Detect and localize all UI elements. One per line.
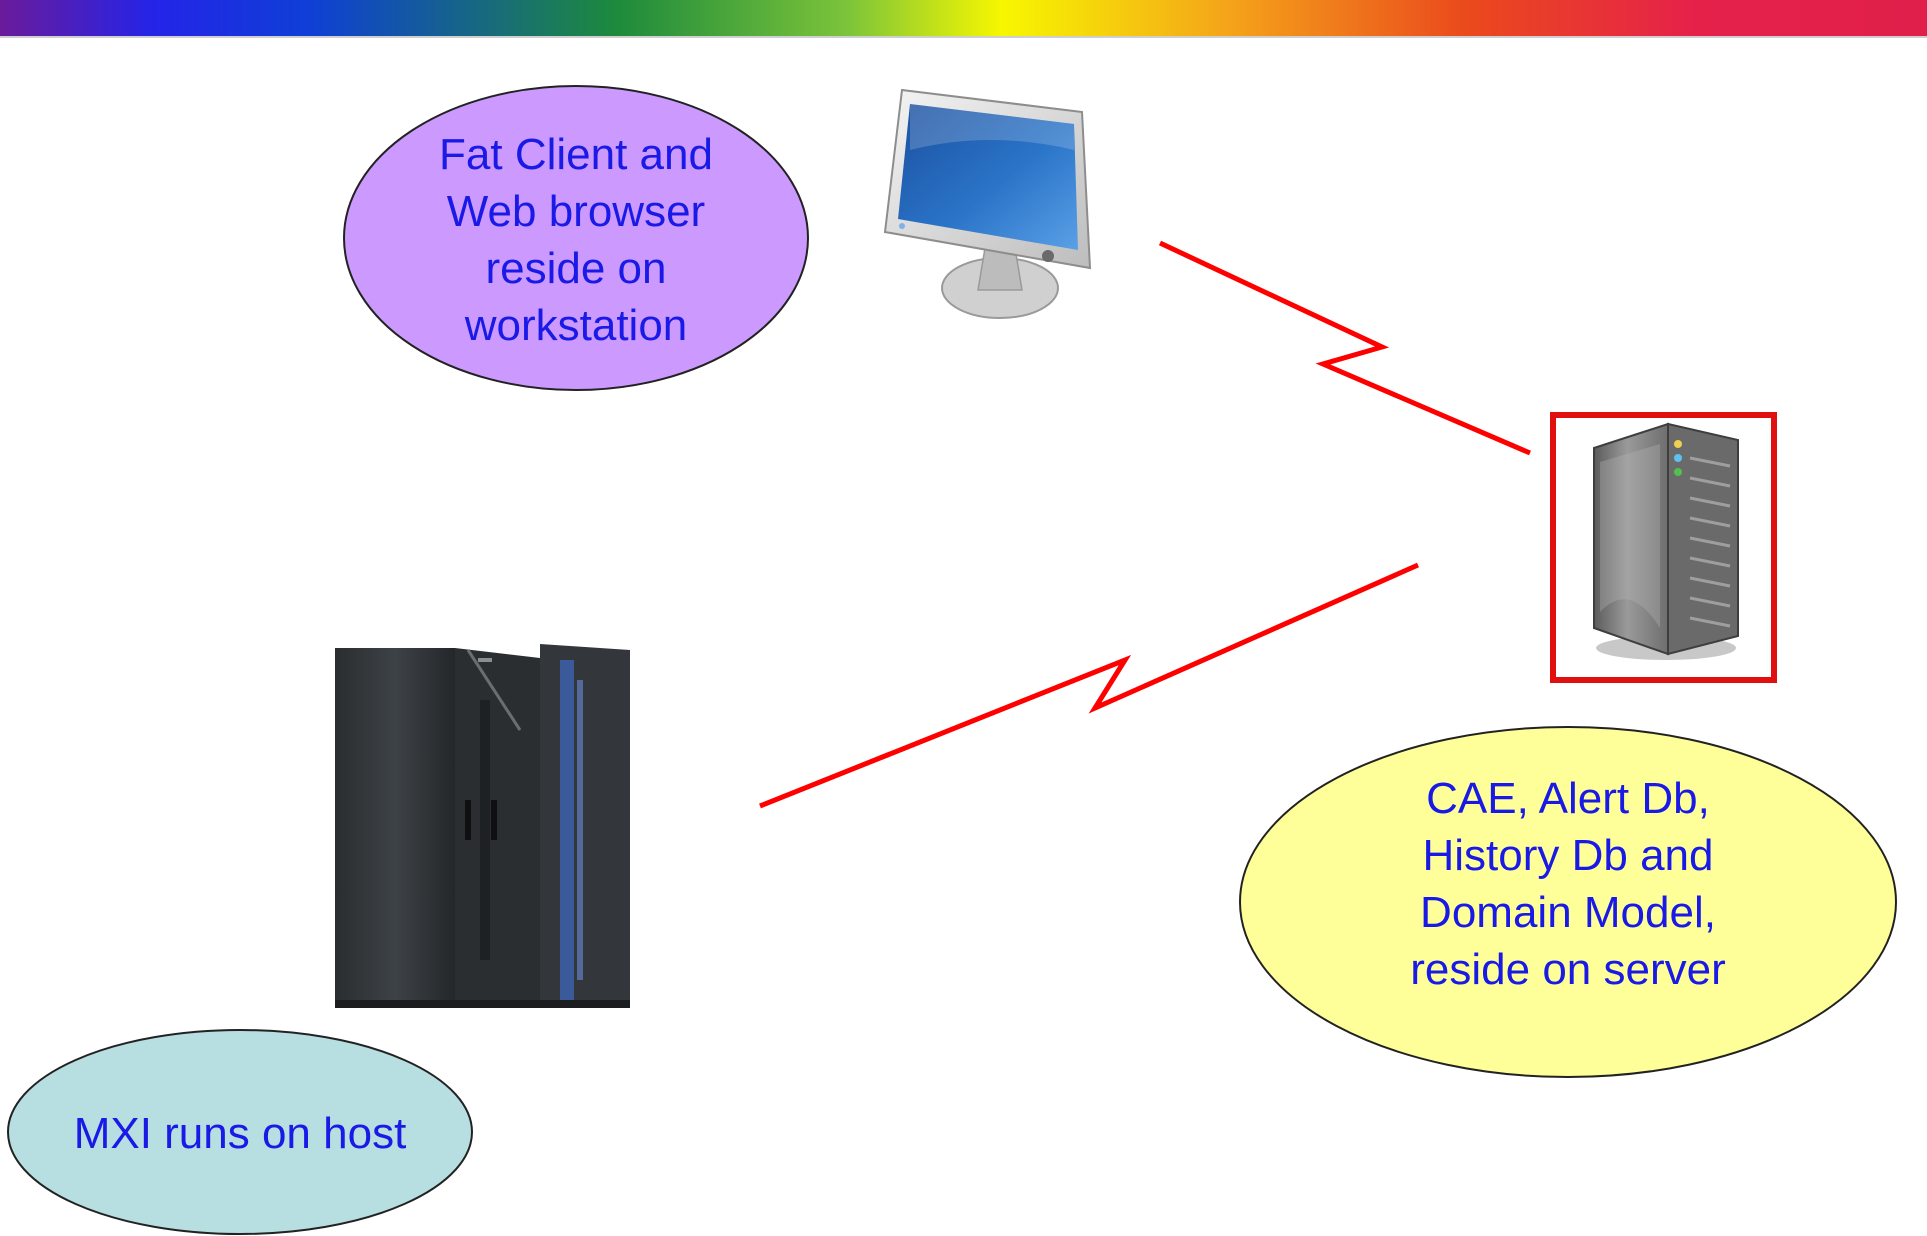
- workstation-bubble: [343, 85, 809, 391]
- rainbow-header-bar: [0, 0, 1927, 38]
- host-server-link: [759, 562, 1420, 809]
- server-bubble: [1239, 726, 1897, 1078]
- host-bubble-label: MXI runs on host: [73, 1109, 407, 1158]
- host-bubble: [7, 1029, 473, 1235]
- mainframe-icon: [335, 644, 630, 1008]
- workstation-server-link: [1158, 240, 1531, 456]
- workstation-bubble-label: Fat Client and Web browser reside on wor…: [439, 130, 713, 350]
- server-bubble-label: CAE, Alert Db, History Db and Domain Mod…: [1410, 774, 1726, 994]
- server-selection-frame: [1550, 412, 1777, 683]
- server-tower-icon: [1593, 422, 1739, 660]
- monitor-icon: [883, 88, 1092, 319]
